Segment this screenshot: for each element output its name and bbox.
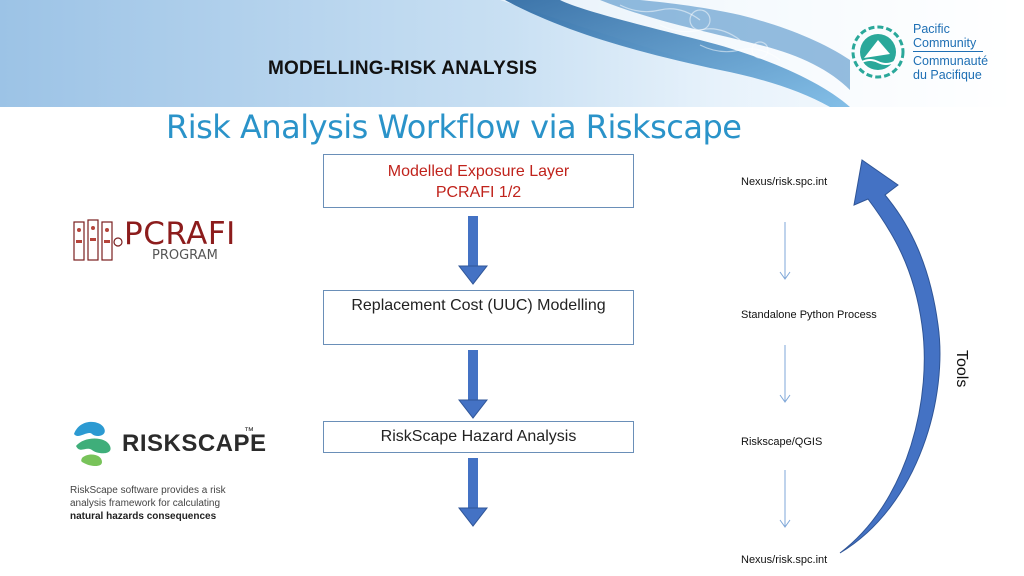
section-title: MODELLING-RISK ANALYSIS (268, 58, 538, 79)
tools-label: Tools (953, 350, 970, 388)
step-3-label: RiskScape Hazard Analysis (380, 428, 577, 445)
riskscape-tm: ™ (244, 426, 254, 437)
pacific-community-logo: Pacific Community Communauté du Pacifiqu… (850, 22, 1000, 84)
thin-arrow-icon (779, 345, 791, 403)
down-arrow-icon (458, 216, 488, 285)
logo-line-4: du Pacifique (913, 68, 982, 82)
pcrafi-sub: PROGRAM (152, 248, 218, 263)
riskscape-description: RiskScape software provides a risk analy… (70, 484, 226, 523)
down-arrow-icon (458, 458, 488, 527)
thin-arrow-icon (779, 470, 791, 528)
pcrafi-text: PCRAFI (124, 216, 236, 252)
step-exposure-layer: Modelled Exposure Layer PCRAFI 1/2 (323, 154, 634, 208)
logo-line-1: Pacific (913, 22, 950, 36)
step-1-line-2: PCRAFI 1/2 (435, 184, 522, 201)
riskscape-desc-line-3: natural hazards consequences (70, 511, 217, 522)
riskscape-desc-line-2: analysis framework for calculating (70, 498, 221, 509)
logo-line-2: Community (913, 36, 977, 50)
page-title: Risk Analysis Workflow via Riskscape (166, 108, 742, 146)
logo-line-3: Communauté (913, 54, 989, 68)
step-2-label: Replacement Cost (UUC) Modelling (351, 297, 606, 314)
logo-rule (913, 51, 983, 52)
riskscape-desc-line-1: RiskScape software provides a risk (70, 485, 226, 496)
step-1-line-1: Modelled Exposure Layer (387, 163, 570, 180)
riskscape-text: RISKSCAPE (122, 430, 267, 457)
tool-item-4: Nexus/risk.spc.int (741, 554, 828, 566)
thin-arrow-icon (779, 222, 791, 280)
curved-feedback-arrow-icon (839, 159, 941, 554)
pcrafi-figures-icon (73, 219, 123, 261)
step-hazard-analysis: RiskScape Hazard Analysis (323, 421, 634, 453)
step-replacement-cost: Replacement Cost (UUC) Modelling (323, 290, 634, 345)
riskscape-logo: RISKSCAPE ™ (66, 416, 266, 468)
pcrafi-logo: PCRAFI PROGRAM (72, 214, 235, 266)
riskscape-emblem-icon (74, 421, 111, 466)
down-arrow-icon (458, 350, 488, 419)
tool-item-2: Standalone Python Process (741, 309, 877, 321)
spc-emblem-icon (851, 25, 905, 79)
tool-item-3: Riskscape/QGIS (741, 436, 823, 448)
tool-item-1: Nexus/risk.spc.int (741, 176, 828, 188)
